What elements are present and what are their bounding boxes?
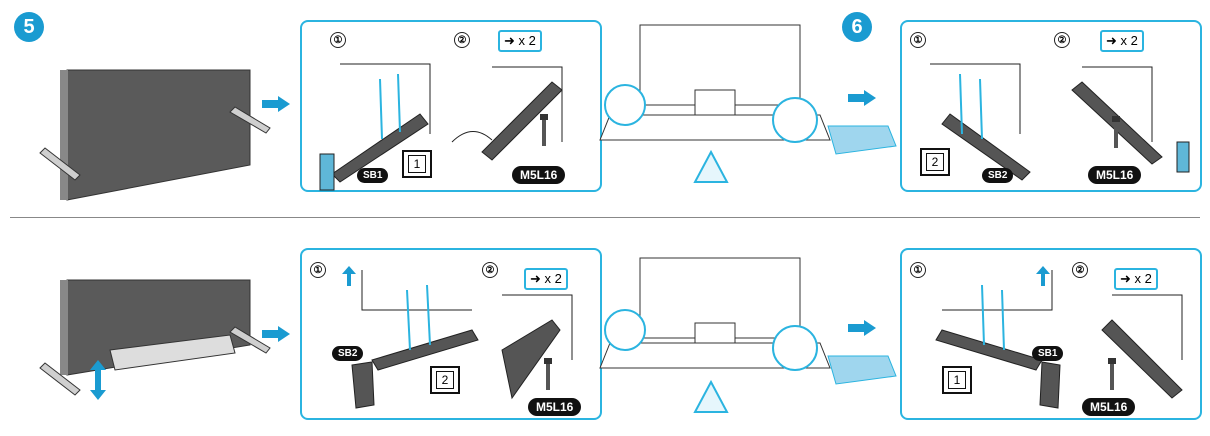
step-number-6: 6 bbox=[842, 12, 872, 42]
caution-triangle-icon bbox=[693, 379, 729, 413]
bracket-code-sb1: SB1 bbox=[357, 168, 389, 183]
step6-detail-panel: ① ② 2 SB2 ➜ x 2 M5L16 bbox=[900, 20, 1202, 192]
stand-bracket-sb1-drawing bbox=[935, 270, 1061, 409]
screw-code-label: M5L16 bbox=[512, 166, 566, 184]
part-number-2-badge: 2 bbox=[920, 148, 950, 176]
bracket-code-sb1: SB1 bbox=[1032, 346, 1064, 361]
arrow-right-icon bbox=[848, 320, 876, 336]
part-number-1-badge: 1 bbox=[402, 150, 432, 178]
packing-block-drawing bbox=[827, 125, 897, 155]
stand-bracket-sb2-drawing bbox=[351, 270, 479, 409]
screw-code-label: M5L16 bbox=[1088, 166, 1142, 184]
tv-back-view-top bbox=[599, 24, 831, 143]
screw-code-label: M5L16 bbox=[528, 398, 582, 416]
soundbar-step5-detail-panel: ① ② SB2 2 ➜ x 2 M5L16 bbox=[300, 248, 602, 420]
caution-triangle-icon bbox=[693, 149, 729, 183]
screw-icon bbox=[540, 114, 548, 146]
packing-block-drawing bbox=[827, 355, 897, 385]
tv-back-view-bottom bbox=[599, 257, 831, 371]
tv-illustration-top bbox=[39, 69, 271, 201]
arrow-right-icon bbox=[848, 90, 876, 106]
arrow-right-icon bbox=[262, 96, 290, 112]
substep-2-label: ② bbox=[1054, 32, 1070, 48]
screw-quantity-box: ➜ x 2 bbox=[1100, 30, 1144, 52]
screw-code-label: M5L16 bbox=[1082, 398, 1136, 416]
screw-quantity-box: ➜ x 2 bbox=[524, 268, 568, 290]
screw-quantity-box: ➜ x 2 bbox=[1114, 268, 1158, 290]
arrow-right-icon bbox=[262, 326, 290, 342]
stand-bracket-screw-drawing bbox=[451, 66, 563, 161]
substep-2-label: ② bbox=[454, 32, 470, 48]
soundbar-step6-detail-panel: ① ② SB1 1 ➜ x 2 M5L16 bbox=[900, 248, 1202, 420]
stand-bracket-sb2-drawing bbox=[930, 63, 1031, 181]
tv-with-soundbar-illustration bbox=[39, 279, 271, 396]
substep-1-label: ① bbox=[910, 32, 926, 48]
part-number-2-badge: 2 bbox=[430, 366, 460, 394]
arrow-up-icon bbox=[342, 266, 356, 286]
section-divider bbox=[10, 217, 1200, 218]
substep-2-label: ② bbox=[482, 262, 498, 278]
bracket-code-sb2: SB2 bbox=[982, 168, 1014, 183]
stand-bracket-screw-drawing bbox=[1071, 66, 1190, 173]
part-number-1-badge: 1 bbox=[942, 366, 972, 394]
screw-icon bbox=[1112, 116, 1120, 148]
bracket-code-sb2: SB2 bbox=[332, 346, 364, 361]
arrow-up-icon bbox=[1036, 266, 1050, 286]
screw-icon bbox=[1108, 358, 1116, 390]
screw-icon bbox=[544, 358, 552, 390]
step5-detail-panel: ① ② 1 SB1 ➜ x 2 M5L16 bbox=[300, 20, 602, 192]
substep-2-label: ② bbox=[1072, 262, 1088, 278]
substep-1-label: ① bbox=[310, 262, 326, 278]
substep-1-label: ① bbox=[910, 262, 926, 278]
substep-1-label: ① bbox=[330, 32, 346, 48]
step-number-5: 5 bbox=[14, 12, 44, 42]
stand-bracket-sb1-drawing bbox=[319, 63, 431, 191]
screw-quantity-box: ➜ x 2 bbox=[498, 30, 542, 52]
stand-bracket-screw-drawing bbox=[501, 294, 573, 400]
double-arrow-vertical-icon bbox=[90, 360, 106, 400]
stand-bracket-screw-drawing bbox=[1101, 294, 1183, 399]
